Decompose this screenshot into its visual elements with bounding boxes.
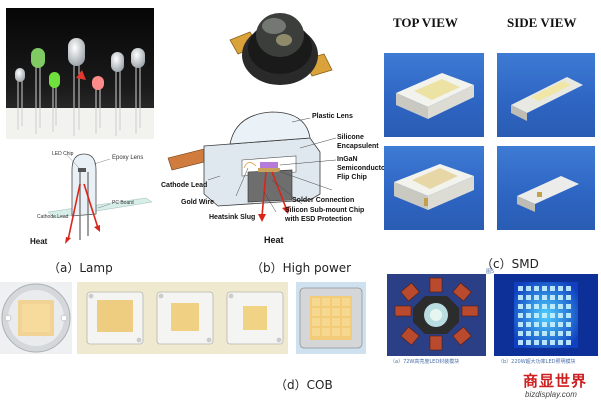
lamp-cathode-lead-label: Cathode Lead — [37, 214, 69, 220]
smd-top-view-photo-1 — [384, 53, 484, 137]
smd-top-view-photo-2 — [384, 146, 484, 230]
module-72w-caption: （a）72W高亮度LED封装模块 — [390, 359, 460, 365]
lamp-led-photo — [6, 8, 154, 139]
hp-solder-connection-label: Solder Connection — [292, 197, 355, 204]
lamp-epoxy-lens-label: Epoxy Lens — [112, 155, 144, 161]
smd-side-view-header: SIDE VIEW — [507, 15, 577, 30]
watermark-title: 商显世界 — [523, 372, 588, 390]
caption-high-power: （b）High power — [251, 261, 352, 275]
smd-side-view-photo-1 — [497, 53, 595, 137]
caption-lamp: （a）Lamp — [48, 261, 113, 275]
cob-round-module-photo — [0, 282, 72, 354]
hp-gold-wire-label: Gold Wire — [181, 199, 214, 206]
module-220w-caption: （b）220W超大功率LED照明模块 — [498, 359, 576, 365]
smd-side-view-photo-2 — [497, 146, 595, 230]
lamp-pc-board-label: PC Board — [112, 200, 134, 206]
high-power-structure-diagram — [160, 108, 360, 230]
watermark-subtitle: bizdisplay.com — [525, 390, 577, 399]
hp-submount-label-1: Silicon Sub-mount Chip — [285, 207, 365, 214]
caption-cob: （d）COB — [275, 378, 333, 392]
cob-module-strip-photo — [77, 282, 288, 354]
hp-chip-label-1: InGaN — [337, 156, 358, 163]
high-power-led-photo — [224, 0, 336, 98]
cob-large-array-photo — [296, 282, 366, 354]
hp-chip-label-2: Semiconductor — [337, 165, 388, 172]
hp-submount-label-2: with ESD Protection — [285, 216, 352, 223]
hp-heatsink-slug-label: Heatsink Slug — [209, 214, 256, 221]
hp-silicone-label-1: Silicone — [337, 134, 364, 141]
hp-silicone-label-2: Encapsulent — [337, 143, 379, 150]
watermark-logo: 商显世界 bizdisplay.com — [521, 370, 599, 404]
caption-smd: （c）SMD — [481, 257, 539, 271]
hp-cathode-lead-label: Cathode Lead — [161, 182, 208, 189]
lamp-heat-label: Heat — [30, 237, 48, 246]
lamp-structure-diagram — [28, 140, 156, 250]
led-72w-module-photo — [387, 274, 486, 356]
hp-heat-label: Heat — [264, 235, 284, 245]
hp-chip-label-3: Flip Chip — [337, 174, 367, 181]
led-220w-module-photo — [494, 274, 598, 356]
smd-figure-note: 图5 — [486, 269, 495, 275]
lamp-led-chip-label: LED Chip — [52, 151, 74, 157]
smd-top-view-header: TOP VIEW — [393, 15, 458, 30]
hp-plastic-lens-label: Plastic Lens — [312, 113, 353, 120]
